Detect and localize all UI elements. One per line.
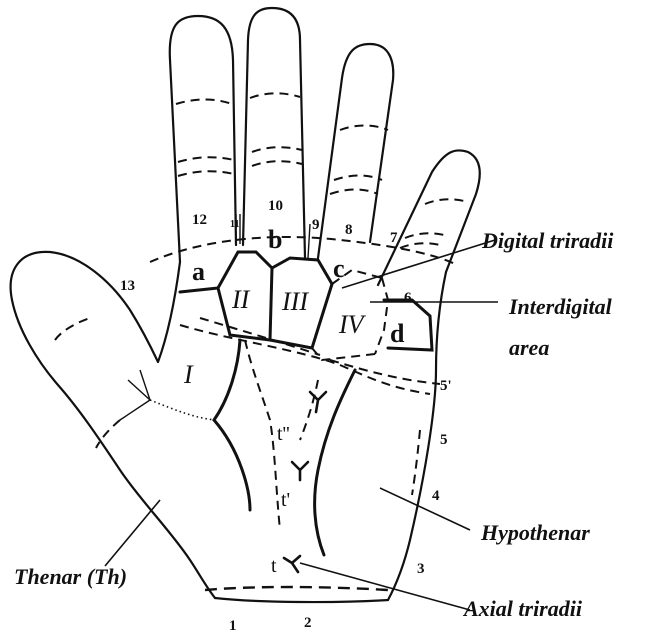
area-iv-label: IV (338, 310, 367, 339)
thenar-label: Thenar (Th) (14, 564, 127, 589)
label-8: 8 (345, 222, 353, 238)
label-2: 2 (304, 615, 312, 631)
label-9: 9 (312, 217, 320, 233)
area-ii-label: II (231, 285, 251, 314)
label-1: 1 (229, 618, 237, 634)
wrist-outline (215, 598, 388, 602)
interdigital-area-label-line2: area (509, 335, 549, 360)
digital-triradii-pointer (342, 240, 495, 288)
label-5: 5 (440, 432, 448, 448)
t-prime-label: t' (281, 489, 290, 511)
label-7: 7 (390, 230, 398, 246)
axial-triradii-label: Axial triradii (462, 596, 583, 621)
t-double-prime-label: t'' (277, 423, 290, 445)
thumb-outline (11, 252, 215, 598)
label-13: 13 (120, 278, 135, 294)
little-finger-outline (378, 150, 480, 285)
hypothenar-pointer (380, 488, 470, 530)
middle-finger-outline (243, 8, 305, 258)
label-6: 6 (404, 290, 412, 306)
digital-triradii-label: Digital triradii (481, 228, 614, 253)
callout-labels: Digital triradii Interdigital area Hypot… (14, 228, 614, 621)
t-label: t (271, 555, 277, 577)
triradius-d-label: d (390, 319, 405, 348)
interdigital-area-label-line1: Interdigital (508, 294, 613, 319)
label-11: 11 (230, 219, 239, 230)
triradius-t-prime (292, 462, 308, 480)
triradius-t (284, 556, 300, 572)
label-12: 12 (192, 212, 207, 228)
ring-finger-outline (318, 44, 393, 258)
hypothenar-label: Hypothenar (480, 520, 590, 545)
area-i-dotted-line (150, 400, 215, 420)
label-4: 4 (432, 488, 440, 504)
triradius-c-label: c (333, 254, 345, 283)
area-i-label: I (183, 360, 194, 389)
label-10: 10 (268, 198, 283, 214)
area-iii-label: III (281, 287, 309, 316)
label-5-prime: 5' (440, 378, 452, 394)
triradius-b-label: b (268, 225, 282, 254)
thenar-pointer (105, 500, 160, 566)
thenar-crease (214, 340, 250, 510)
label-3: 3 (417, 561, 425, 577)
interdigital-area-labels: I II III IV (183, 285, 367, 389)
triradius-a-label: a (192, 257, 205, 286)
